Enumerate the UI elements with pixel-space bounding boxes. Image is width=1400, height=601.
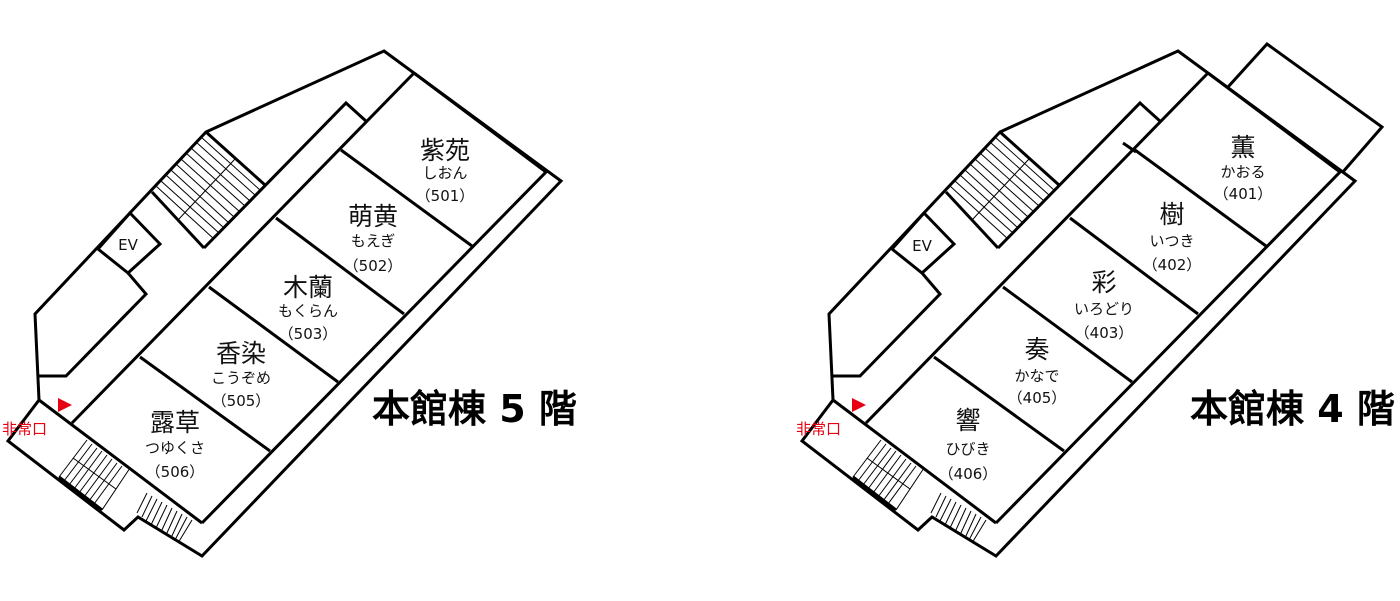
room-name: 露草 <box>150 408 200 437</box>
room-number: （402） <box>1143 256 1202 274</box>
room-name: 香染 <box>216 339 266 368</box>
floor-title: 本館棟 5 階 <box>372 387 577 431</box>
annex-room <box>1226 41 1385 174</box>
floor-plan-4f: EV 非常口 薫 かおる （401） 樹 いつき （402） 彩 いろどり （4… <box>796 41 1395 558</box>
room-401[interactable]: 薫 かおる （401） <box>1214 133 1273 203</box>
room-name: 萌黄 <box>348 202 398 231</box>
floor-title: 本館棟 4 階 <box>1190 387 1395 431</box>
room-number: （405） <box>1008 389 1067 407</box>
room-name: 奏 <box>1024 335 1049 364</box>
room-kana: ひびき <box>945 440 990 458</box>
room-number: （501） <box>416 187 475 205</box>
emergency-exit-label: 非常口 <box>2 420 47 438</box>
room-number: （403） <box>1075 324 1134 342</box>
elevator-label: EV <box>118 236 138 254</box>
elevator-label: EV <box>912 237 932 255</box>
room-name: 木蘭 <box>283 273 333 302</box>
room-403[interactable]: 彩 いろどり （403） <box>1074 268 1134 342</box>
room-kana: かおる <box>1220 163 1265 181</box>
room-503[interactable]: 木蘭 もくらん （503） <box>278 273 338 343</box>
room-name: 彩 <box>1091 268 1116 297</box>
room-number: （503） <box>279 325 338 343</box>
room-kana: しおん <box>422 164 467 182</box>
room-number: （502） <box>344 257 403 275</box>
room-506[interactable]: 露草 つゆくさ （506） <box>145 408 205 481</box>
room-name: 紫苑 <box>420 136 470 165</box>
room-kana: つゆくさ <box>145 439 205 457</box>
room-501[interactable]: 紫苑 しおん （501） <box>416 136 475 205</box>
room-502[interactable]: 萌黄 もえぎ （502） <box>344 202 403 275</box>
room-406[interactable]: 響 ひびき （406） <box>939 406 998 483</box>
room-name: 樹 <box>1159 200 1184 229</box>
room-kana: かなで <box>1014 367 1059 385</box>
room-kana: こうぞめ <box>211 369 271 387</box>
room-kana: いろどり <box>1074 300 1134 318</box>
room-name: 薫 <box>1230 133 1255 162</box>
room-number: （406） <box>939 465 998 483</box>
floor-plan-5f: EV 非常口 紫苑 しおん （501） 萌黄 もえぎ （502） 木蘭 もくらん… <box>2 49 577 558</box>
room-405[interactable]: 奏 かなで （405） <box>1008 335 1067 407</box>
wall-stub <box>1122 141 1137 154</box>
room-number: （505） <box>212 392 271 410</box>
room-number: （506） <box>146 463 205 481</box>
room-name: 響 <box>955 406 980 435</box>
exit-arrow-icon <box>58 398 72 412</box>
room-kana: もくらん <box>278 302 338 320</box>
exit-arrow-icon <box>852 398 866 412</box>
room-kana: もえぎ <box>351 232 396 250</box>
room-402[interactable]: 樹 いつき （402） <box>1143 200 1202 274</box>
room-number: （401） <box>1214 185 1273 203</box>
room-505[interactable]: 香染 こうぞめ （505） <box>211 339 271 410</box>
emergency-exit-label: 非常口 <box>796 420 841 438</box>
room-kana: いつき <box>1149 232 1194 250</box>
